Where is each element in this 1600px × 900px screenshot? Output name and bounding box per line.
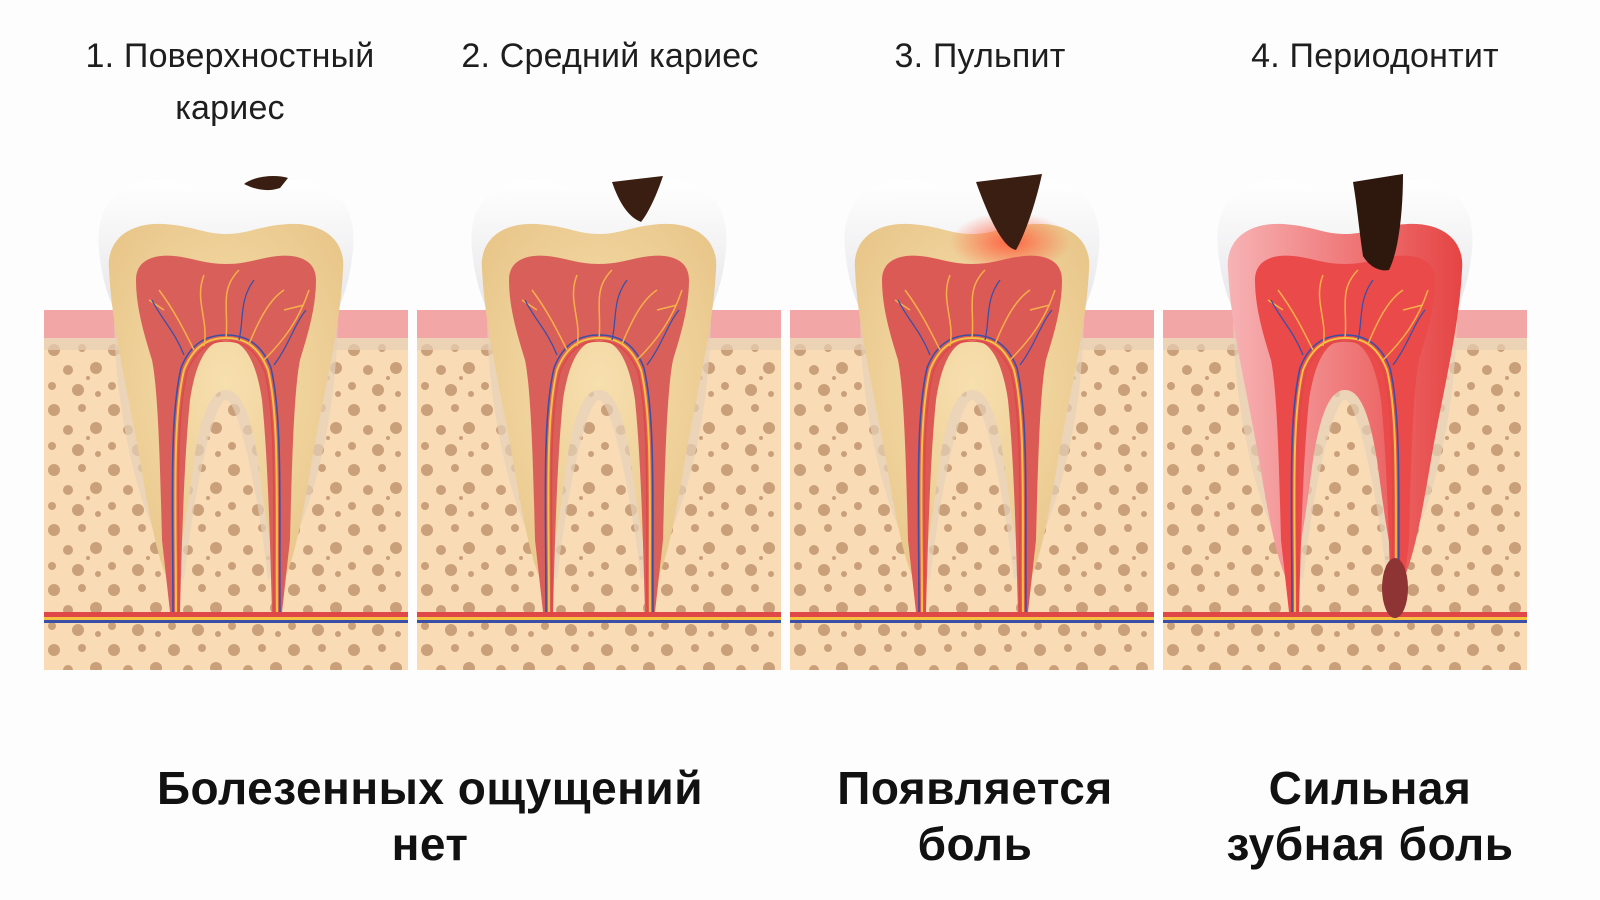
deep-caries-cavity-icon xyxy=(976,174,1042,250)
very-deep-caries-cavity-icon xyxy=(1353,174,1403,271)
stage-4-illustration xyxy=(1163,160,1527,690)
tooth-medium-caries-icon xyxy=(417,176,781,670)
stage-3-title: 3. Пульпит xyxy=(894,37,1066,75)
tooth-periodontitis-icon xyxy=(1163,174,1527,670)
caries-spot-icon xyxy=(244,176,288,191)
caption-severe-pain-line1: Сильная xyxy=(1268,762,1472,814)
stage-1-illustration xyxy=(44,160,408,690)
tooth-pulpitis-icon xyxy=(790,174,1154,670)
caption-no-pain-line2: нет xyxy=(391,818,469,870)
caption-pain-appears-line1: Появляется xyxy=(837,762,1113,814)
caption-pain-appears-line2: боль xyxy=(917,818,1033,870)
stage-1-title-line2: кариес xyxy=(175,89,285,127)
tooth-superficial-caries-icon xyxy=(44,176,408,670)
stage-1-title: 1. Поверхностный кариес xyxy=(40,30,420,134)
caries-cavity-icon xyxy=(612,176,663,222)
caption-pain-appears: Появляется боль xyxy=(790,760,1160,872)
caption-severe-pain-line2: зубная боль xyxy=(1226,818,1514,870)
stage-3-illustration xyxy=(790,160,1154,690)
caption-no-pain-line1: Болезенных ощущений xyxy=(156,762,703,814)
abscess-icon xyxy=(1382,558,1408,618)
stage-1-title-line1: 1. Поверхностный xyxy=(85,37,375,75)
stage-4-title: 4. Периодонтит xyxy=(1251,37,1499,75)
caption-severe-pain: Сильная зубная боль xyxy=(1180,760,1560,872)
stage-2-title: 2. Средний кариес xyxy=(461,37,759,75)
caption-no-pain: Болезенных ощущений нет xyxy=(100,760,760,872)
stage-2-illustration xyxy=(417,160,781,690)
